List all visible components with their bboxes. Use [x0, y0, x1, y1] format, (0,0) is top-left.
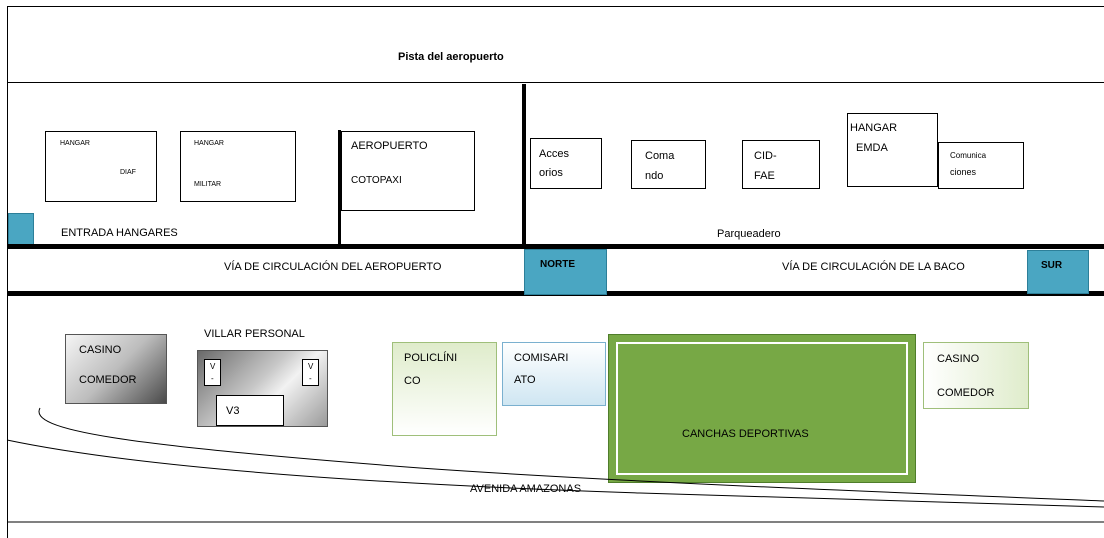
runway-label: Pista del aeropuerto [398, 51, 504, 63]
comando-line1: Coma [645, 150, 675, 162]
entrada-hangares-label: ENTRADA HANGARES [61, 227, 178, 239]
runway-bottom-line [7, 82, 1104, 83]
hangar-militar: HANGAR MILITAR [180, 131, 296, 202]
road-top-line [7, 244, 1104, 249]
hangar-diaf-line1: HANGAR [60, 140, 90, 147]
sur-label: SUR [1041, 260, 1063, 271]
norte-marker: NORTE [524, 249, 607, 295]
villa-small-left-line1: V [210, 362, 216, 371]
via-aeropuerto-label: VÍA DE CIRCULACIÓN DEL AEROPUERTO [224, 261, 442, 273]
policlinico: POLICLÍNI CO [392, 342, 497, 436]
accesorios-line2: orios [539, 167, 563, 179]
map-frame [7, 6, 1104, 538]
comisariato-line1: COMISARI [514, 352, 569, 364]
norte-label: NORTE [540, 259, 575, 270]
villa-v3-label: V3 [226, 405, 240, 417]
comisariato: COMISARI ATO [502, 342, 606, 406]
casino-left-line1: CASINO [79, 344, 122, 356]
villa-v3: V3 [216, 395, 284, 426]
cotopaxi-divider [338, 130, 341, 244]
hangar-emda-line2: EMDA [856, 142, 888, 154]
hangar-diaf: HANGAR DIAF [45, 131, 157, 202]
canchas-deportivas: CANCHAS DEPORTIVAS [608, 334, 916, 483]
aeropuerto-cotopaxi-line1: AEROPUERTO [351, 140, 428, 152]
casino-right-line1: CASINO [937, 353, 980, 365]
comisariato-line2: ATO [514, 374, 536, 386]
villa-small-left: V - [204, 359, 221, 386]
canchas-label: CANCHAS DEPORTIVAS [682, 428, 809, 440]
accesorios-line1: Acces [539, 148, 569, 160]
avenida-label: AVENIDA AMAZONAS [470, 483, 582, 495]
villa-small-left-line2: - [211, 374, 214, 383]
parqueadero-label: Parqueadero [717, 228, 781, 240]
via-baco-label: VÍA DE CIRCULACIÓN DE LA BACO [782, 261, 965, 273]
comando: Coma ndo [631, 140, 706, 189]
villa-small-right-line2: - [309, 374, 312, 383]
casino-right-line2: COMEDOR [937, 387, 995, 399]
cid-fae-line1: CID- [754, 150, 777, 162]
casino-left-line2: COMEDOR [79, 374, 137, 386]
avenida-curve-upper [38, 407, 1104, 502]
policlinico-line1: POLICLÍNI [404, 352, 458, 364]
cid-fae: CID- FAE [742, 140, 820, 189]
villar-personal-block: V - V - V3 [197, 350, 328, 427]
hangar-diaf-line2: DIAF [120, 169, 136, 176]
policlinico-line2: CO [404, 375, 421, 387]
canchas-inner-border [616, 342, 908, 475]
villa-small-right: V - [302, 359, 319, 386]
villa-small-right-line1: V [308, 362, 314, 371]
villar-personal-label: VILLAR PERSONAL [204, 328, 305, 340]
avenida-curve-lower [6, 439, 1104, 508]
accesorios: Acces orios [530, 138, 602, 189]
hangar-militar-line1: HANGAR [194, 140, 224, 147]
comunicaciones-line1: Comunica [950, 151, 987, 160]
comando-line2: ndo [645, 170, 664, 182]
comunicaciones-line2: ciones [950, 167, 977, 177]
entrada-marker [8, 213, 34, 247]
hangar-emda: HANGAR EMDA [847, 113, 938, 187]
casino-right: CASINO COMEDOR [923, 342, 1029, 409]
sur-marker: SUR [1027, 250, 1089, 294]
hangar-militar-line2: MILITAR [194, 181, 222, 188]
cid-fae-line2: FAE [754, 170, 775, 182]
section-divider [522, 84, 526, 244]
comunicaciones: Comunica ciones [938, 142, 1024, 189]
aeropuerto-cotopaxi-line2: COTOPAXI [351, 175, 402, 186]
aeropuerto-cotopaxi: AEROPUERTO COTOPAXI [341, 131, 475, 211]
hangar-emda-line1: HANGAR [850, 122, 898, 134]
casino-left: CASINO COMEDOR [65, 334, 167, 404]
